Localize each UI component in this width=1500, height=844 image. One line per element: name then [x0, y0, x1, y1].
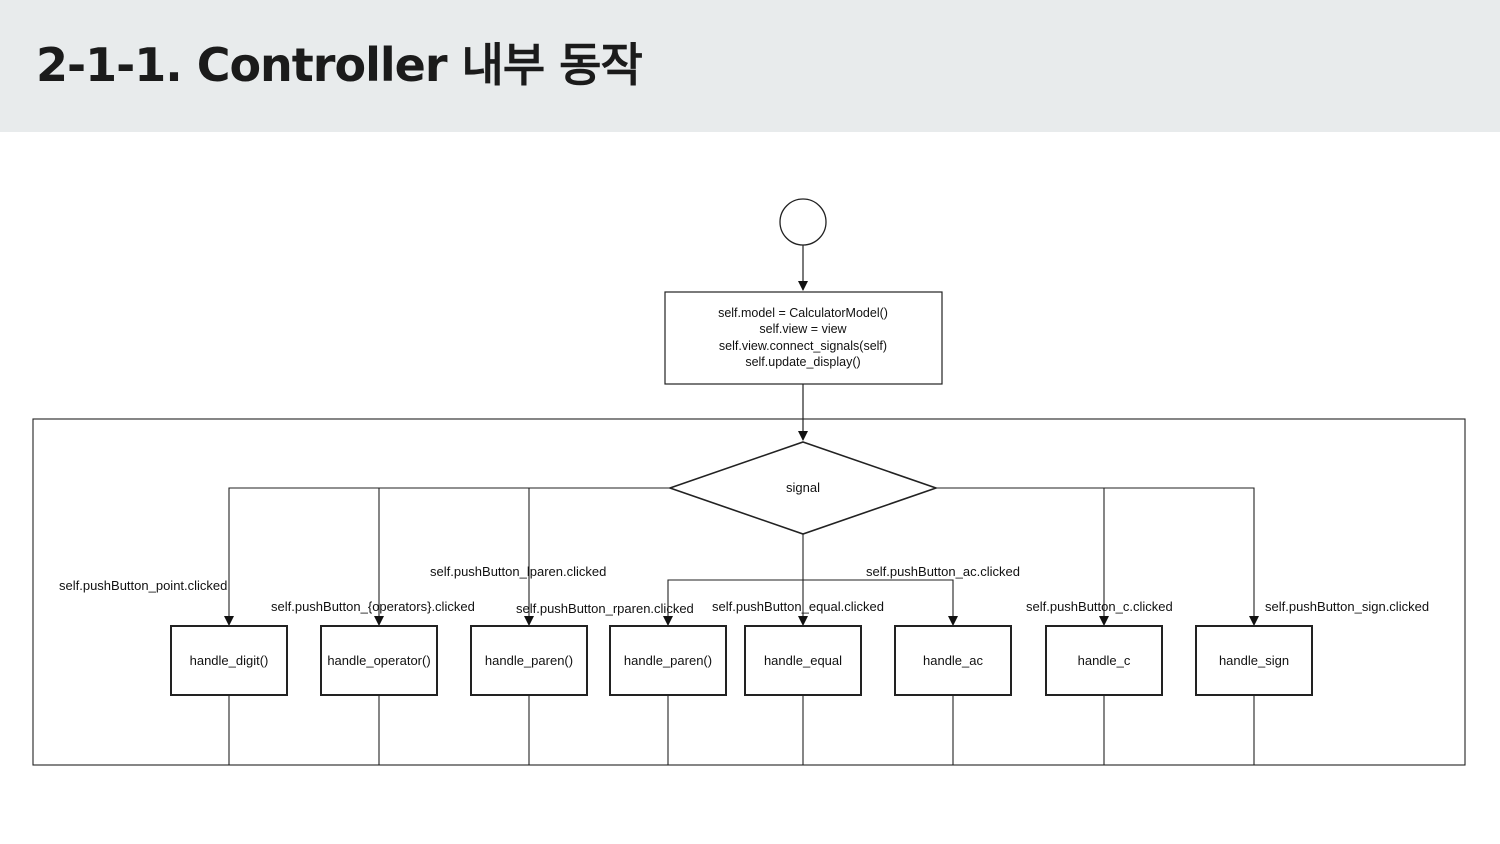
handler-box-lparen — [470, 625, 588, 696]
handler-box-rparen — [609, 625, 727, 696]
init-line-4: self.update_display() — [745, 355, 860, 369]
handler-box-sign — [1195, 625, 1313, 696]
title-bar: 2-1-1. Controller 내부 동작 — [0, 0, 1500, 132]
return-left — [228, 695, 804, 766]
edge-label-c: self.pushButton_c.clicked — [1026, 599, 1173, 614]
edge-label-sign: self.pushButton_sign.clicked — [1265, 599, 1429, 614]
edge-rparen — [663, 579, 803, 626]
edge-label-lparen: self.pushButton_lparen.clicked — [430, 564, 606, 579]
edge-label-ac: self.pushButton_ac.clicked — [866, 564, 1020, 579]
edge-digit — [224, 487, 670, 626]
handler-label-ac: handle_ac — [923, 653, 983, 668]
init-line-2: self.view = view — [759, 322, 847, 336]
handler-label-c: handle_c — [1078, 653, 1131, 668]
init-line-3: self.view.connect_signals(self) — [719, 339, 887, 353]
edge-label-point: self.pushButton_point.clicked — [59, 578, 227, 593]
handler-label-operator: handle_operator() — [327, 653, 430, 668]
handler-box-c — [1045, 625, 1163, 696]
handler-box-operator — [320, 625, 438, 696]
handler-box-digit — [170, 625, 288, 696]
handler-label-rparen: handle_paren() — [624, 653, 712, 668]
page-title: 2-1-1. Controller 내부 동작 — [36, 38, 643, 92]
return-right — [952, 695, 1255, 766]
handler-label-equal: handle_equal — [764, 653, 842, 668]
handler-label-digit: handle_digit() — [190, 653, 269, 668]
handler-label-sign: handle_sign — [1219, 653, 1289, 668]
edge-label-equal: self.pushButton_equal.clicked — [712, 599, 884, 614]
edge-ac — [803, 579, 958, 626]
handler-box-ac — [894, 625, 1012, 696]
edge-label-rparen: self.pushButton_rparen.clicked — [516, 601, 694, 616]
edge-label-operators: self.pushButton_{operators}.clicked — [271, 599, 475, 614]
start-node — [779, 198, 827, 246]
decision-label: signal — [786, 480, 820, 495]
handler-label-lparen: handle_paren() — [485, 653, 573, 668]
init-line-1: self.model = CalculatorModel() — [718, 306, 888, 320]
edge-sign — [936, 487, 1259, 626]
